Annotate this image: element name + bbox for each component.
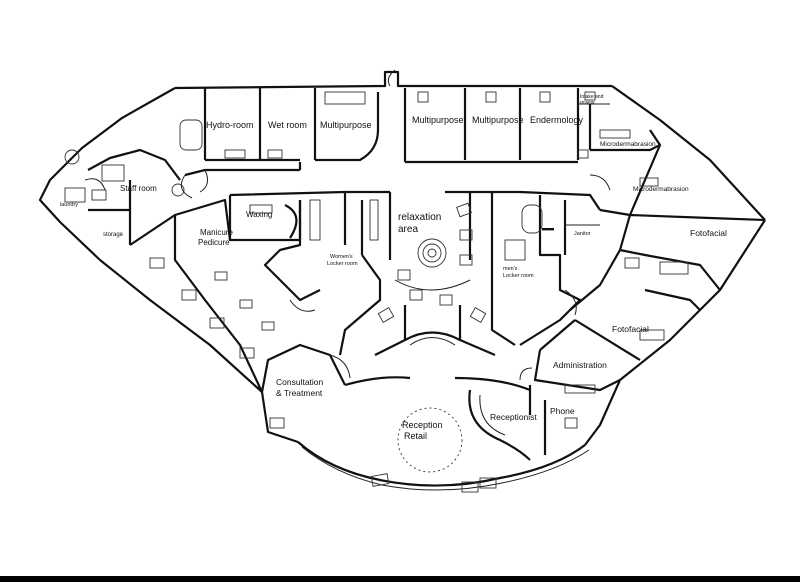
label-womens-locker-1: Women's: [330, 254, 353, 260]
fixtures: [64, 69, 689, 493]
label-consultation-1: Consultation: [276, 377, 324, 387]
label-laundry: laundry: [60, 202, 78, 208]
label-janitor: Janitor: [574, 231, 591, 237]
label-staff-room: Staff room: [120, 184, 157, 193]
label-microdermabrasion-2: Microdermabrasion: [633, 186, 689, 193]
label-fotofacial-2: Fotofacial: [612, 324, 649, 334]
label-relaxation-1: relaxation: [398, 212, 441, 223]
label-wet-room: Wet room: [268, 120, 307, 130]
label-receptionist: Receptionist: [490, 412, 537, 422]
label-retail: Retail: [404, 431, 427, 441]
label-administration: Administration: [553, 360, 607, 370]
outer-walls: [38, 70, 766, 491]
label-hydro-room: Hydro-room: [206, 120, 254, 130]
label-manicure: Manicure: [200, 228, 233, 237]
label-fotofacial-1: Fotofacial: [690, 228, 727, 238]
label-pedicure: Pedicure: [198, 238, 230, 247]
label-mens-locker-2: Locker room: [503, 273, 534, 279]
bottom-border: [0, 576, 800, 582]
label-mens-locker-1: men's: [503, 266, 518, 272]
label-multipurpose-3: Multipurpose: [472, 115, 524, 125]
label-multipurpose-2: Multipurpose: [412, 115, 464, 125]
label-endermology: Endermology: [530, 115, 584, 125]
label-waxing: Waxing: [246, 210, 272, 219]
label-consultation-2: & Treatment: [276, 388, 323, 398]
room-labels: Hydro-room Wet room Multipurpose Multipu…: [60, 94, 727, 441]
label-multipurpose-1: Multipurpose: [320, 120, 372, 130]
label-intake-2: review: [580, 100, 595, 106]
label-reception: Reception: [402, 420, 443, 430]
interior-walls: [84, 88, 766, 461]
label-phone: Phone: [550, 406, 575, 416]
label-microdermabrasion-1: Microdermabrasion: [600, 141, 656, 148]
label-relaxation-2: area: [398, 224, 418, 235]
label-womens-locker-2: Locker room: [327, 261, 358, 267]
label-intake-1: Intake and: [580, 94, 604, 100]
label-storage: storage: [103, 232, 124, 238]
